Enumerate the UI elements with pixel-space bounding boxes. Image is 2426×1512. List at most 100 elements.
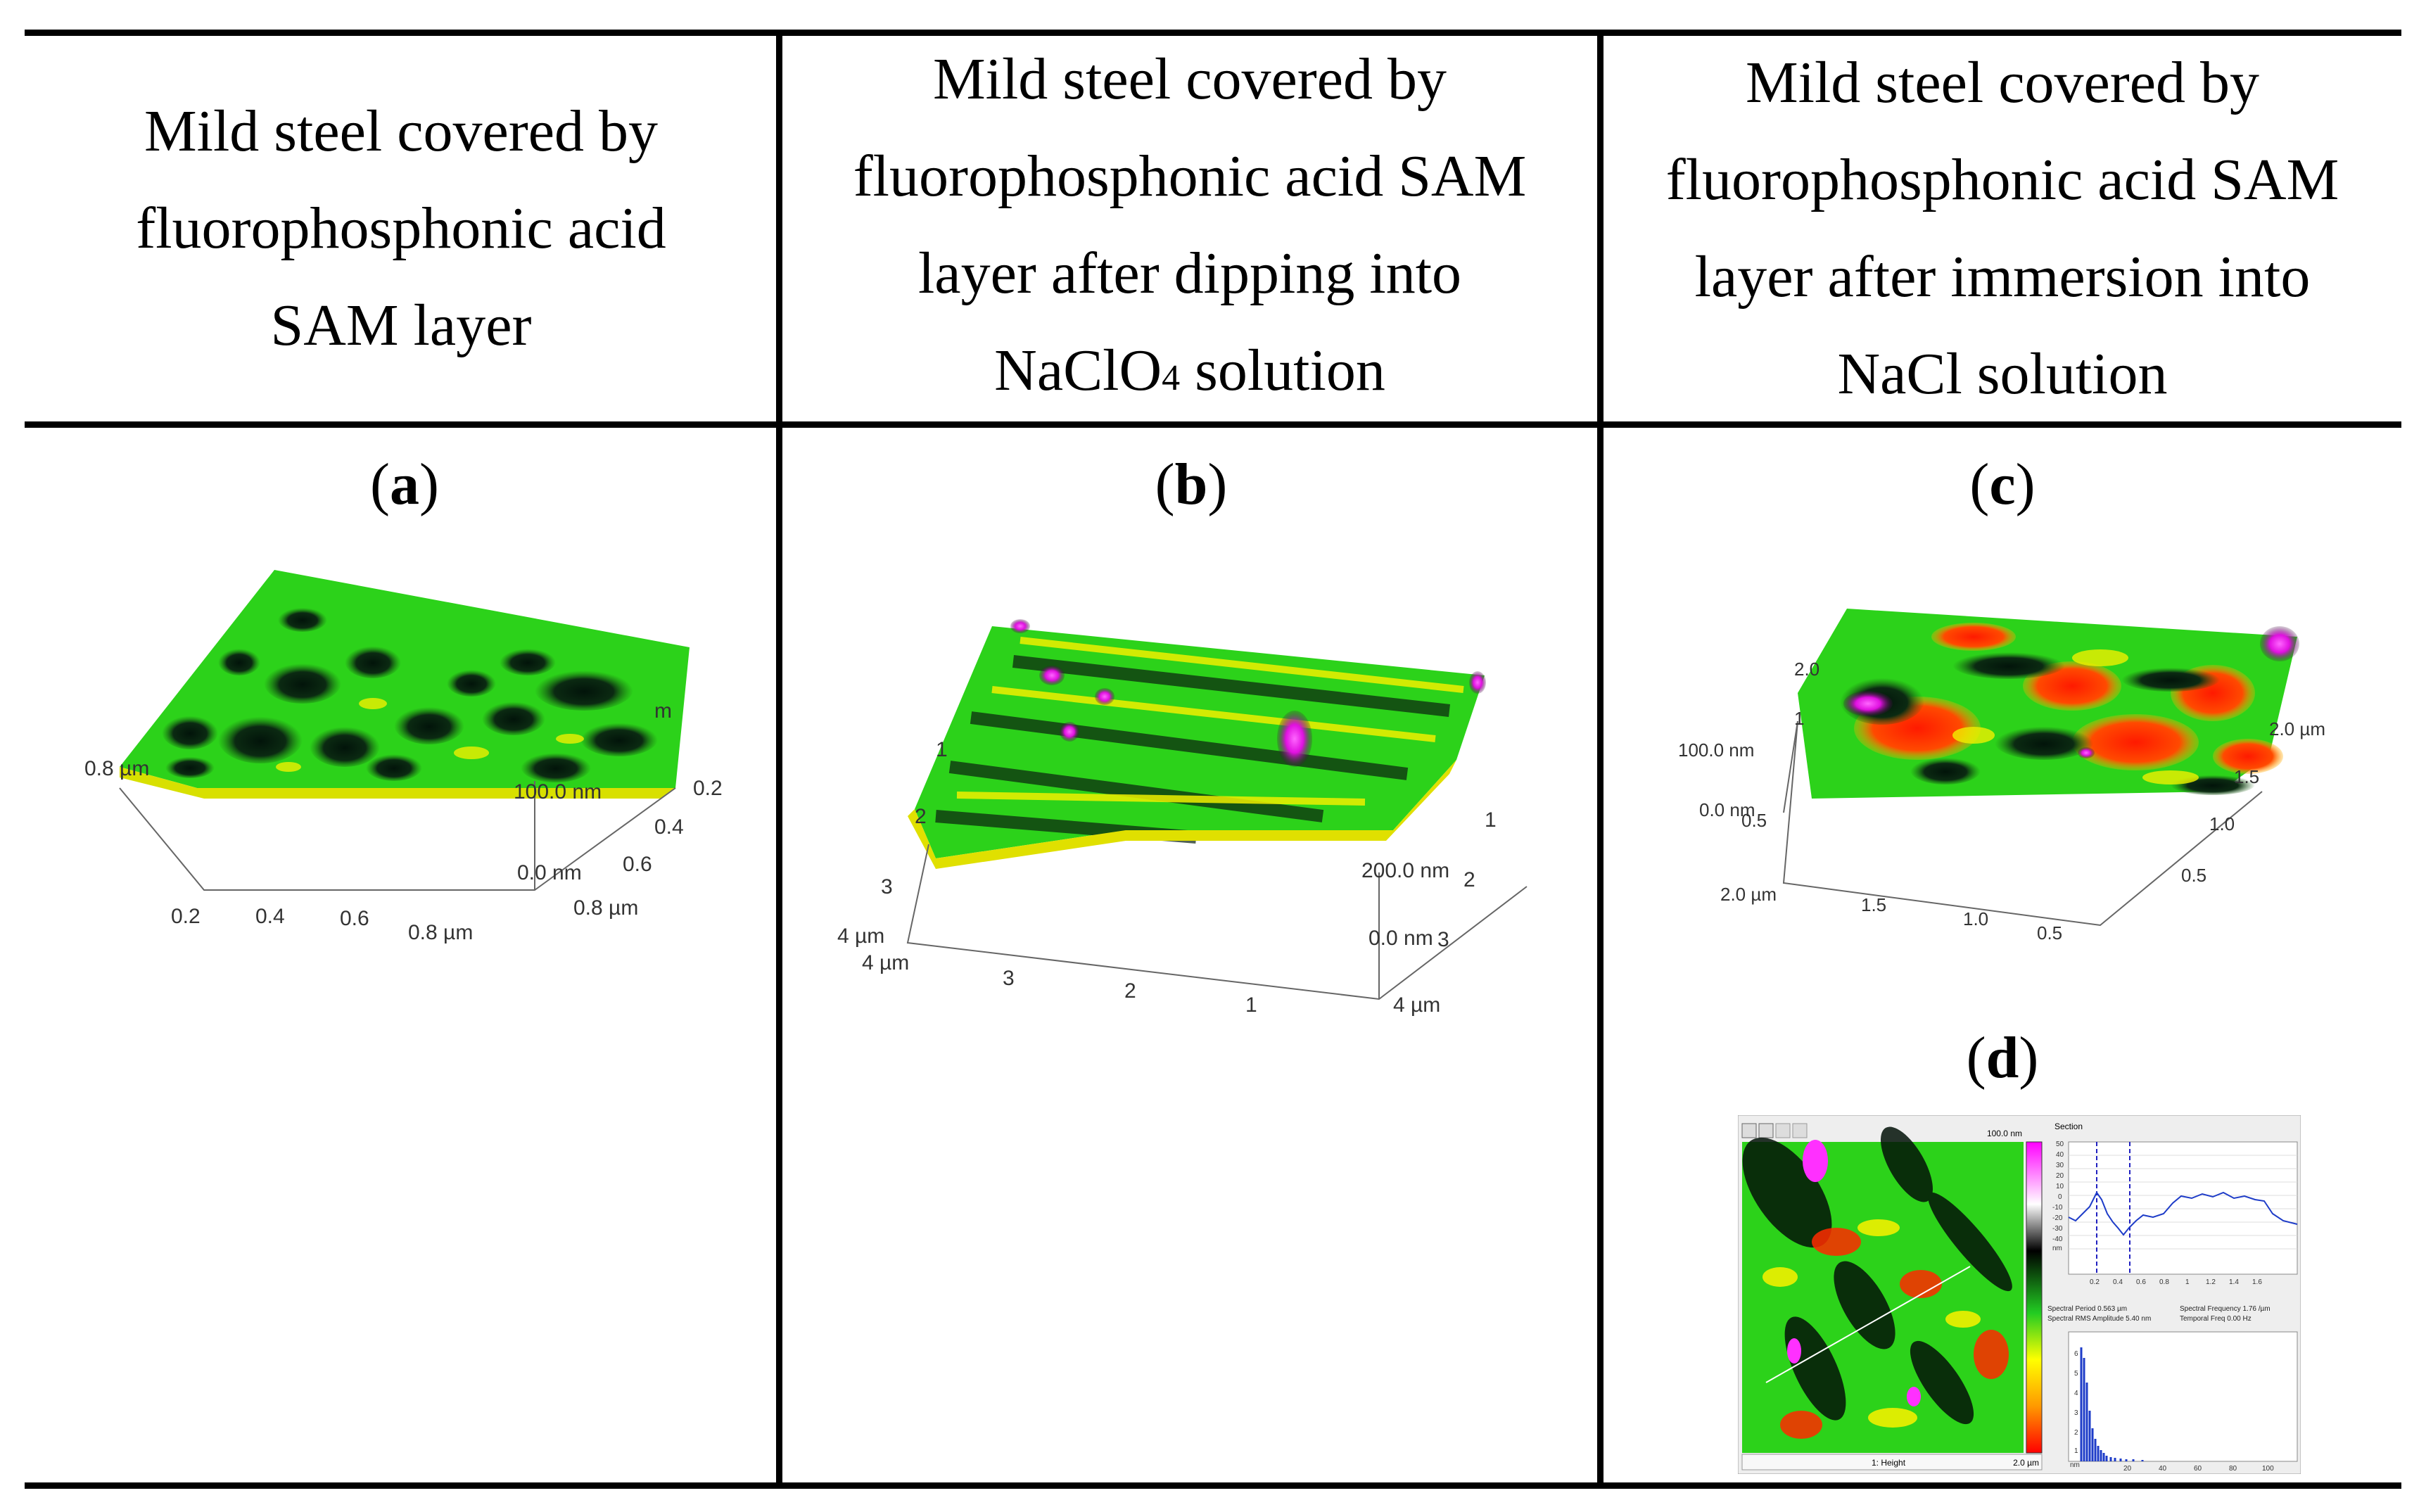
section-x-tick-7: 1.4 [2229, 1278, 2239, 1286]
section-y-unit: nm [2052, 1245, 2062, 1252]
afm-section-analysis-d: 100.0 nm [1738, 1115, 2301, 1474]
afm-3d-plot-b: 1 2 3 4 µm 4 µm 3 2 1 1 2 3 4 µm 200.0 n… [830, 605, 1590, 1041]
section-x-tick-4: 0.8 [2159, 1278, 2169, 1286]
spectrum-y-tick-1: 6 [2074, 1350, 2078, 1358]
axes-b [906, 844, 1528, 1000]
axis-a-x-tick-1: 0.2 [171, 905, 201, 928]
info-rms-amplitude: Spectral RMS Amplitude 5.40 nm [2047, 1315, 2151, 1323]
afm-3d-plot-c: 100.0 nm 0.0 nm 2.0 1 0.5 2.0 µm 1.5 1.0… [1678, 580, 2325, 960]
column-divider-2 [1597, 32, 1603, 1485]
surface-b [908, 619, 1486, 869]
section-y-tick-6: 0 [2058, 1193, 2062, 1201]
spectrum-x-tick-1: 20 [2123, 1465, 2132, 1473]
axis-c-y-tick-3: 1.0 [2209, 813, 2235, 834]
top-rule [25, 30, 2401, 36]
scale-top-label: 100.0 nm [1987, 1129, 2022, 1138]
spectrum-y-tick-2: 5 [2074, 1370, 2078, 1378]
spectrum-x-tick-4: 80 [2229, 1465, 2237, 1473]
axis-b-left-tick-3: 3 [881, 875, 893, 898]
section-y-tick-9: -30 [2052, 1225, 2063, 1233]
section-y-tick-10: -40 [2052, 1235, 2063, 1243]
axis-a-y-tick-3: 0.6 [623, 853, 652, 876]
axis-b-left-tick-4: 4 µm [837, 925, 884, 948]
section-x-tick-8: 1.6 [2252, 1278, 2262, 1286]
axis-c-x-tick-1: 2.0 µm [1720, 884, 1777, 905]
column-header-b: Mild steel covered by fluorophosphonic a… [782, 36, 1597, 421]
axis-b-x-tick-4: 1 [1245, 993, 1257, 1017]
section-y-tick-3: 30 [2056, 1162, 2064, 1169]
surface-a [120, 570, 690, 799]
axis-c-left-tick-1: 2.0 [1794, 659, 1819, 680]
axis-a-left-label: 0.8 µm [84, 757, 149, 780]
axis-b-x-tick-1: 4 µm [862, 951, 909, 974]
axis-a-x-tick-2: 0.4 [255, 905, 285, 928]
axis-a-z-zero: 0.0 nm [517, 861, 582, 884]
axis-b-z-top: 200.0 nm [1361, 859, 1449, 882]
axis-a-x-tick-4: 0.8 µm [408, 921, 473, 944]
spectrum-x-tick-5: 100 [2262, 1465, 2274, 1473]
axis-c-left-tick-2: 1 [1794, 708, 1804, 729]
height-image [1742, 1126, 2024, 1453]
axis-a-y-tick-1: 0.2 [693, 777, 723, 800]
info-temporal-freq: Temporal Freq 0.00 Hz [2180, 1315, 2252, 1323]
axis-b-y-tick-1: 1 [1485, 808, 1497, 832]
info-spectral-frequency: Spectral Frequency 1.76 /µm [2180, 1305, 2271, 1313]
spectrum-y-tick-4: 3 [2074, 1409, 2078, 1417]
panel-label-d: (d) [1966, 1025, 2039, 1091]
axis-c-x-tick-4: 0.5 [2037, 922, 2062, 944]
toolbar-button-3[interactable] [1775, 1123, 1791, 1138]
column-header-c: Mild steel covered by fluorophosphonic a… [1665, 50, 2339, 407]
axes-c [1782, 720, 2263, 927]
axis-c-y-tick-4: 0.5 [2181, 865, 2206, 886]
section-x-tick-5: 1 [2185, 1278, 2190, 1286]
axis-b-y-tick-3: 3 [1437, 928, 1449, 951]
axis-b-z-zero: 0.0 nm [1368, 927, 1433, 950]
section-x-tick-1: 0.2 [2090, 1278, 2100, 1286]
section-y-tick-5: 10 [2056, 1183, 2064, 1190]
spectrum-y-unit: nm [2070, 1461, 2080, 1469]
panel-label-a: (a) [370, 452, 439, 517]
axis-a-y-tick-4: 0.8 µm [573, 896, 638, 920]
section-profile-plot [2068, 1141, 2298, 1275]
axis-c-y-tick-2: 1.5 [2234, 766, 2259, 787]
axis-b-y-tick-4: 4 µm [1393, 993, 1440, 1017]
image-caption: 1: Height [1872, 1458, 1906, 1468]
toolbar-button-4[interactable] [1792, 1123, 1808, 1138]
axis-a-z-top: 100.0 nm [514, 780, 602, 803]
spectrum-y-tick-5: 2 [2074, 1429, 2078, 1437]
axis-b-left-tick-1: 1 [936, 738, 948, 761]
axis-c-y-tick-1: 2.0 µm [2269, 718, 2325, 739]
zoom-tool-icon[interactable] [1758, 1123, 1774, 1138]
spectrum-x-tick-2: 40 [2159, 1465, 2167, 1473]
section-y-tick-7: -10 [2052, 1204, 2063, 1212]
axis-a-y-tick-2: 0.4 [654, 815, 684, 839]
axes-a [119, 781, 676, 891]
column-divider-1 [776, 32, 782, 1485]
spectrum-y-tick-3: 4 [2074, 1390, 2078, 1397]
column-header-a: Mild steel covered by fluorophosphonic a… [136, 99, 666, 358]
bottom-rule [25, 1482, 2401, 1489]
hand-tool-icon[interactable] [1741, 1123, 1757, 1138]
section-x-tick-2: 0.4 [2113, 1278, 2123, 1286]
panel-label-b: (b) [1155, 452, 1228, 517]
afm-3d-plot-a: 0.8 µm 0.2 0.4 0.6 0.8 µm 0.2 0.4 0.6 0.… [77, 556, 767, 978]
section-line[interactable] [1765, 1266, 1971, 1383]
axis-c-x-tick-3: 1.0 [1963, 908, 1988, 929]
section-y-tick-8: -20 [2052, 1214, 2063, 1222]
header-rule [25, 421, 2401, 428]
spectrum-x-tick-3: 60 [2194, 1465, 2202, 1473]
axis-b-x-tick-3: 2 [1124, 979, 1136, 1003]
section-y-tick-4: 20 [2056, 1172, 2064, 1180]
spectrum-y-tick-6: 1 [2074, 1447, 2078, 1455]
axis-b-x-tick-2: 3 [1003, 967, 1015, 990]
header-b-last-line: NaClO4 solution [994, 337, 1385, 403]
height-color-bar [2026, 1141, 2043, 1454]
axis-c-z-top: 100.0 nm [1678, 739, 1754, 761]
info-spectral-period: Spectral Period 0.563 µm [2047, 1305, 2127, 1313]
section-y-tick-2: 40 [2056, 1151, 2064, 1159]
section-x-tick-3: 0.6 [2136, 1278, 2146, 1286]
section-x-tick-6: 1.2 [2206, 1278, 2216, 1286]
image-size-label: 2.0 µm [2013, 1458, 2039, 1468]
spectrum-plot [2068, 1331, 2298, 1462]
axis-a-x-tick-3: 0.6 [340, 907, 369, 930]
